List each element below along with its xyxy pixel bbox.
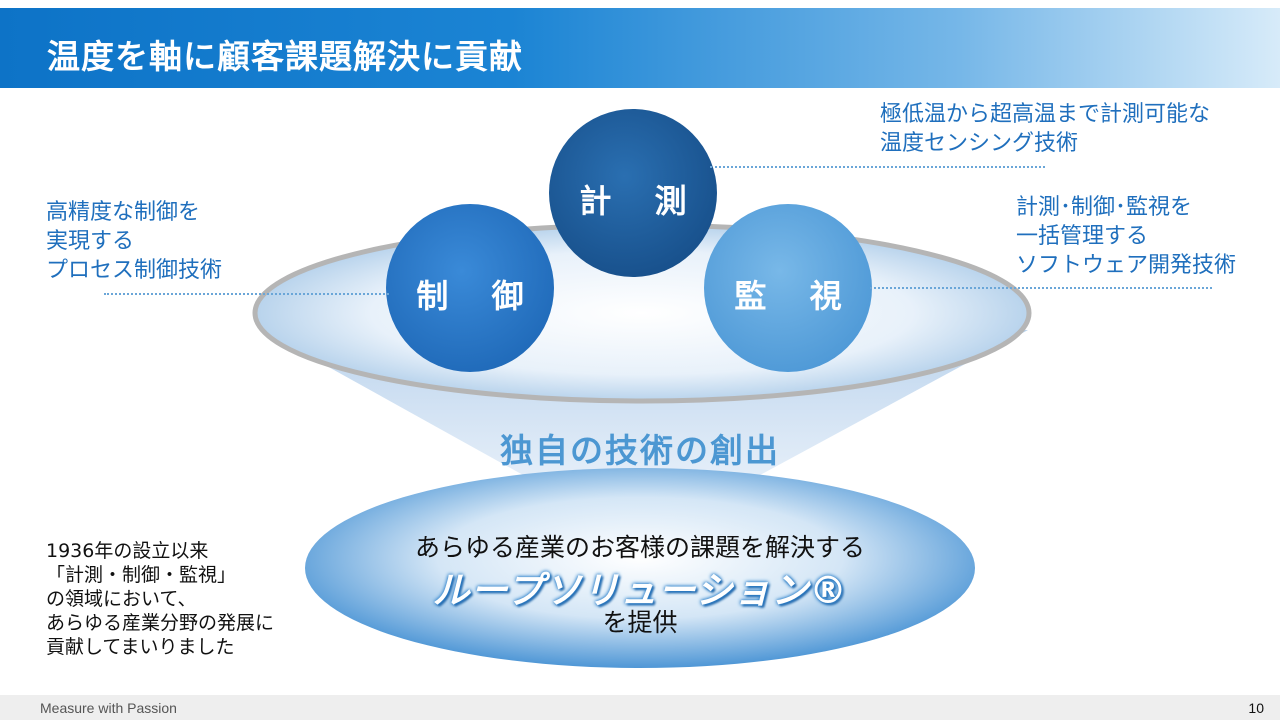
unique-tech-headline: 独自の技術の創出	[500, 431, 780, 470]
solution-provide-text: を提供	[602, 608, 678, 637]
solution-disc	[305, 468, 975, 668]
measurement-label: 計 測	[579, 182, 703, 220]
title-banner: 温度を軸に顧客課題解決に貢献	[0, 8, 1280, 88]
sensing-tech-callout: 極低温から超高温まで計測可能な 温度センシング技術	[880, 102, 1211, 156]
loop-solution-title: ループソリューション®	[432, 569, 848, 612]
control-tech-callout: 高精度な制御を 実現する プロセス制御技術	[46, 200, 223, 283]
footer-bar: Measure with Passion	[0, 695, 1280, 720]
measurement-circle	[549, 109, 717, 277]
solution-lead-text: あらゆる産業のお客様の課題を解決する	[414, 533, 865, 562]
control-circle	[386, 204, 554, 372]
control-label: 制 御	[416, 277, 540, 315]
monitoring-label: 監 視	[734, 277, 858, 315]
history-note: 1936年の設立以来 「計測・制御・監視」 の領域において、 あらゆる産業分野の…	[46, 540, 275, 658]
slide-title: 温度を軸に顧客課題解決に貢献	[47, 37, 523, 76]
sensing-tech-leader-line	[710, 166, 1045, 168]
footer-tagline: Measure with Passion	[40, 700, 177, 716]
page-number: 10	[1248, 700, 1264, 716]
software-tech-leader-line	[870, 287, 1212, 289]
control-tech-leader-line	[104, 293, 389, 295]
software-tech-callout: 計測･制御･監視を 一括管理する ソフトウェア開発技術	[1016, 195, 1237, 278]
monitoring-circle	[704, 204, 872, 372]
